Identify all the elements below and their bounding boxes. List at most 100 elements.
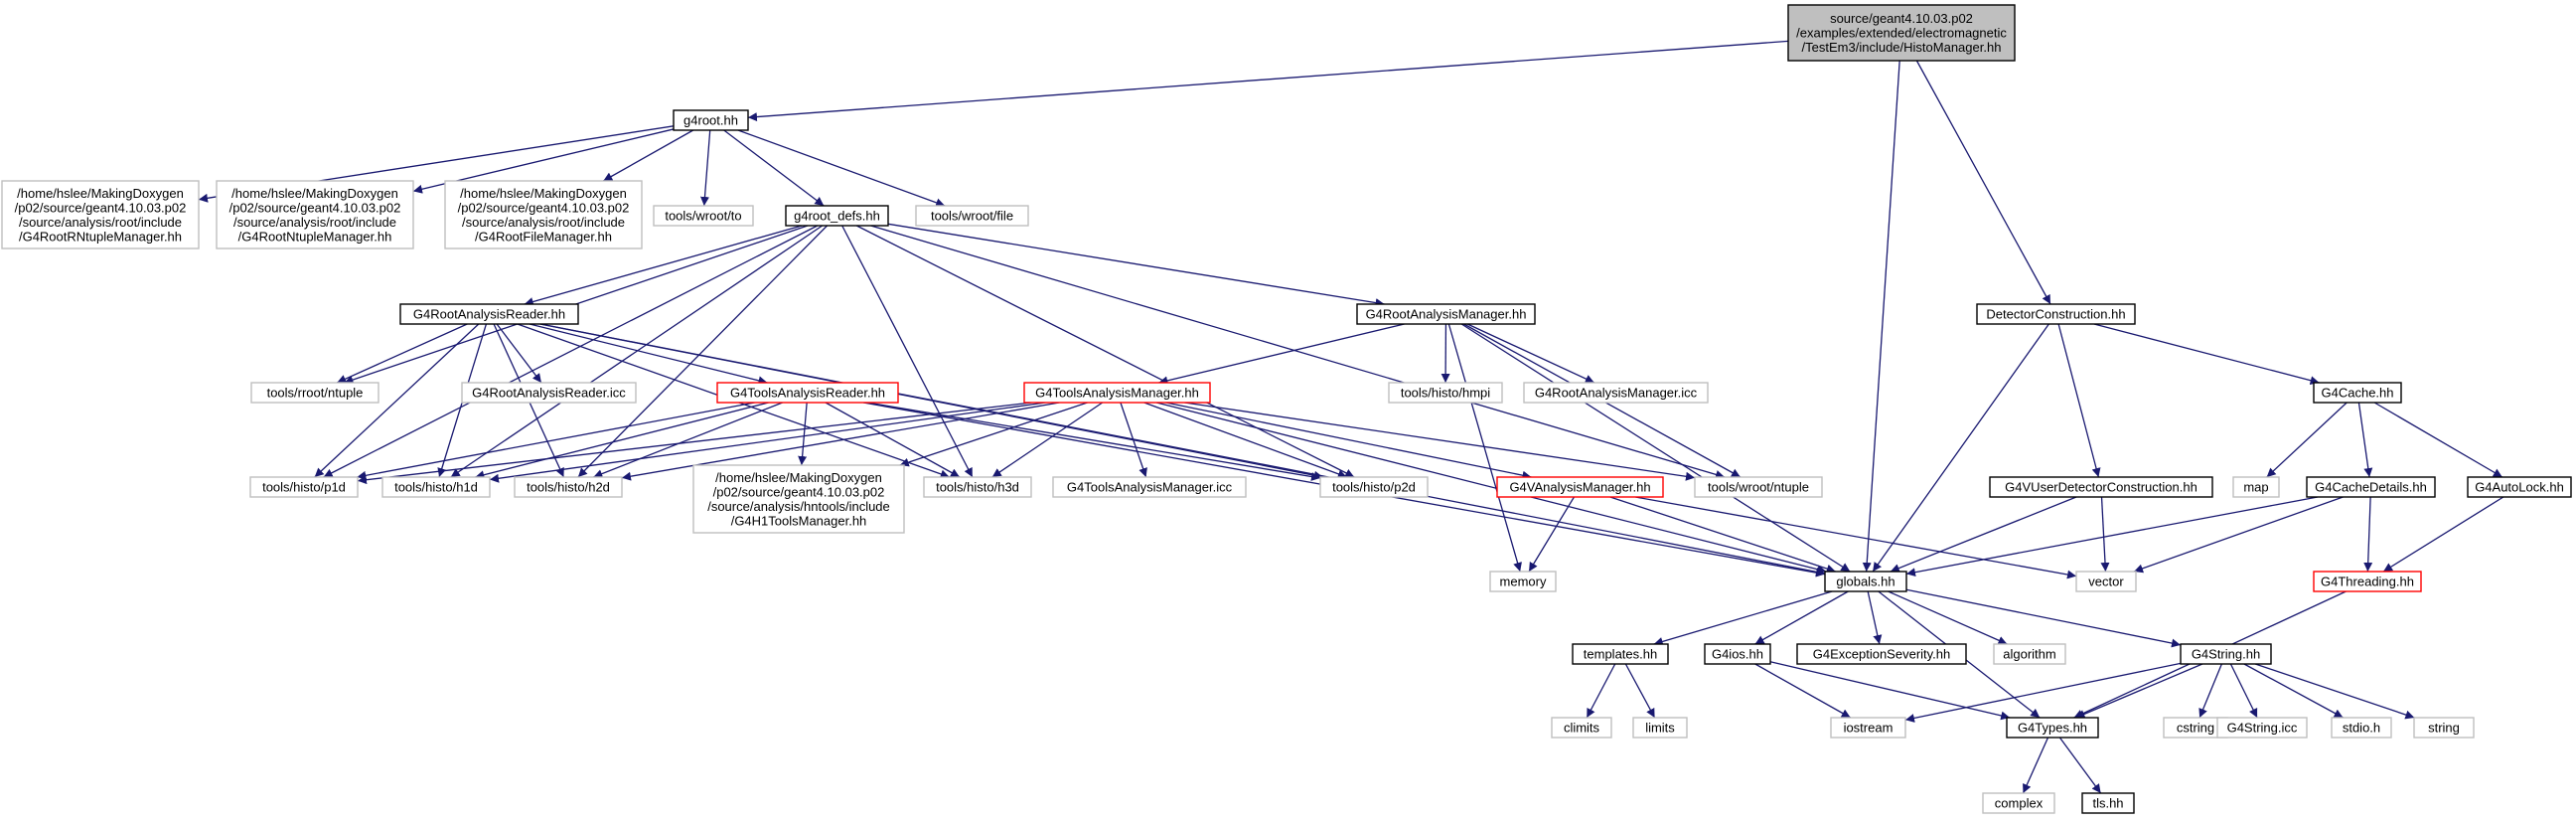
edge-g4root-to-g4root_defs	[723, 129, 825, 207]
edge-templates-to-limits	[1624, 663, 1656, 719]
edge-detectorconstruction-to-g4cache	[2093, 323, 2320, 386]
node-g4types[interactable]: G4Types.hh	[2006, 717, 2099, 739]
node-stdio: stdio.h	[2331, 717, 2392, 739]
node-label: /home/hslee/MakingDoxygen	[460, 186, 627, 201]
node-g4autolock[interactable]: G4AutoLock.hh	[2467, 476, 2572, 498]
node-g4vanalysismanager[interactable]: G4VAnalysisManager.hh	[1496, 476, 1664, 498]
node-g4rootrntuplemanager: /home/hslee/MakingDoxygen/p02/source/gea…	[1, 180, 200, 249]
node-box	[514, 476, 623, 498]
edge-g4toolsanalysismanager-to-globals	[1155, 402, 1827, 575]
node-box	[2216, 717, 2308, 739]
node-label: G4VUserDetectorConstruction.hh	[2005, 480, 2197, 495]
node-g4string[interactable]: G4String.hh	[2180, 643, 2272, 665]
node-label: /home/hslee/MakingDoxygen	[715, 470, 882, 485]
edge-g4toolsanalysisreader-to-histo_p2d	[866, 402, 1321, 481]
edge-g4toolsanalysismanager-to-g4vanalysismanager	[1165, 402, 1532, 480]
edge-g4root_defs-to-histo_h3d	[841, 225, 974, 478]
node-label: tools/histo/p2d	[1332, 480, 1416, 495]
node-label: memory	[1500, 575, 1547, 589]
node-box	[2006, 717, 2099, 739]
node-label: G4RootAnalysisReader.hh	[413, 307, 565, 322]
node-label: stdio.h	[2343, 721, 2380, 736]
edge-g4rootanalysisreader-to-g4toolsanalysisreader	[529, 323, 768, 386]
node-box	[2180, 643, 2272, 665]
node-g4threading[interactable]: G4Threading.hh	[2313, 571, 2422, 592]
edge-g4root-to-wroot_file	[737, 129, 946, 208]
node-climits: climits	[1551, 717, 1612, 739]
node-label: string	[2428, 721, 2460, 736]
edge-detectorconstruction-to-g4vuserdetectorconstruction	[2057, 323, 2101, 478]
node-label: g4root_defs.hh	[794, 209, 880, 224]
edge-g4toolsanalysisreader-to-histo_h2d	[593, 402, 783, 478]
node-label: /p02/source/geant4.10.03.p02	[229, 200, 401, 215]
edge-g4rootanalysismanager-to-g4rootanalysismanager_icc	[1466, 323, 1595, 384]
edge-g4toolsanalysismanager-to-wroot_ntuple	[1184, 402, 1696, 481]
node-templates[interactable]: templates.hh	[1572, 643, 1669, 665]
node-algorithm: algorithm	[1993, 643, 2066, 665]
node-g4cachedetails[interactable]: G4CacheDetails.hh	[2306, 476, 2436, 498]
node-g4rootntuplemanager: /home/hslee/MakingDoxygen/p02/source/gea…	[216, 180, 414, 249]
node-histo_p2d: tools/histo/p2d	[1319, 476, 1429, 498]
node-label: /G4RootNtupleManager.hh	[238, 229, 392, 244]
node-box	[1830, 717, 1906, 739]
node-box	[250, 382, 379, 404]
node-label: /source/analysis/hntools/include	[707, 499, 890, 514]
node-box	[1796, 643, 1967, 665]
node-detectorconstruction[interactable]: DetectorConstruction.hh	[1976, 303, 2136, 325]
node-label: G4Threading.hh	[2321, 575, 2414, 589]
node-g4vuserdetectorconstruction[interactable]: G4VUserDetectorConstruction.hh	[1989, 476, 2213, 498]
node-label: G4RootAnalysisManager.icc	[1535, 386, 1698, 401]
node-box	[785, 205, 889, 227]
node-box	[2331, 717, 2392, 739]
node-g4root_defs[interactable]: g4root_defs.hh	[785, 205, 889, 227]
node-g4cache[interactable]: G4Cache.hh	[2313, 382, 2402, 404]
node-label: tools/histo/h1d	[394, 480, 478, 495]
node-box	[1982, 792, 2055, 814]
node-g4toolsanalysismanager[interactable]: G4ToolsAnalysisManager.hh	[1023, 382, 1211, 404]
node-box	[1523, 382, 1709, 404]
node-g4rootanalysismanager[interactable]: G4RootAnalysisManager.hh	[1356, 303, 1536, 325]
node-box	[1, 180, 200, 249]
edge-g4root_defs-to-histo_h1d	[450, 225, 824, 478]
node-histomanager[interactable]: source/geant4.10.03.p02/examples/extende…	[1787, 4, 2016, 62]
node-label: /source/analysis/root/include	[19, 215, 182, 230]
node-box	[2467, 476, 2572, 498]
edge-g4toolsanalysismanager-to-histo_p1d	[357, 402, 1032, 485]
node-label: G4Types.hh	[2018, 721, 2087, 736]
node-g4root[interactable]: g4root.hh	[673, 109, 749, 131]
node-label: G4ToolsAnalysisReader.hh	[730, 386, 885, 401]
node-label: tools/rroot/ntuple	[267, 386, 364, 401]
edge-g4root_defs-to-g4rootanalysisreader	[524, 225, 803, 306]
edge-globals-to-algorithm	[1888, 590, 2008, 645]
edge-g4root_defs-to-wroot_ntuple	[870, 225, 1726, 479]
edge-globals-to-templates	[1653, 590, 1833, 646]
node-g4toolsanalysisreader[interactable]: G4ToolsAnalysisReader.hh	[716, 382, 899, 404]
node-g4ios[interactable]: G4ios.hh	[1704, 643, 1771, 665]
node-label: tls.hh	[2092, 796, 2123, 811]
edge-g4toolsanalysisreader-to-histo_h3d	[825, 402, 961, 478]
edge-g4toolsanalysismanager-to-g4toolsanalysismanager_icc	[1120, 402, 1147, 478]
node-g4rootanalysisreader[interactable]: G4RootAnalysisReader.hh	[399, 303, 579, 325]
node-g4rootanalysisreader_icc: G4RootAnalysisReader.icc	[461, 382, 637, 404]
edge-g4cache-to-map	[2266, 402, 2348, 478]
node-g4rootanalysismanager_icc: G4RootAnalysisManager.icc	[1523, 382, 1709, 404]
node-label: G4ToolsAnalysisManager.icc	[1067, 480, 1233, 495]
node-box	[673, 109, 749, 131]
node-label: /home/hslee/MakingDoxygen	[17, 186, 184, 201]
node-box	[444, 180, 643, 249]
edge-g4toolsanalysismanager-to-histo_h3d	[991, 402, 1104, 478]
node-box	[1704, 643, 1771, 665]
node-histo_h2d: tools/histo/h2d	[514, 476, 623, 498]
edge-g4root_defs-to-histo_h2d	[577, 225, 829, 478]
node-rroot_ntuple: tools/rroot/ntuple	[250, 382, 379, 404]
edge-g4rootanalysisreader-to-g4rootanalysisreader_icc	[496, 323, 542, 384]
node-label: G4RootAnalysisManager.hh	[1366, 307, 1527, 322]
node-label: templates.hh	[1584, 647, 1657, 662]
node-globals[interactable]: globals.hh	[1824, 571, 1907, 592]
node-tls[interactable]: tls.hh	[2081, 792, 2135, 814]
edge-g4rootanalysisreader-to-rroot_ntuple	[336, 323, 468, 384]
node-wroot_file: tools/wroot/file	[915, 205, 1029, 227]
node-label: tools/histo/p1d	[262, 480, 346, 495]
node-label: climits	[1564, 721, 1600, 736]
node-g4exceptionseverity[interactable]: G4ExceptionSeverity.hh	[1796, 643, 1967, 665]
